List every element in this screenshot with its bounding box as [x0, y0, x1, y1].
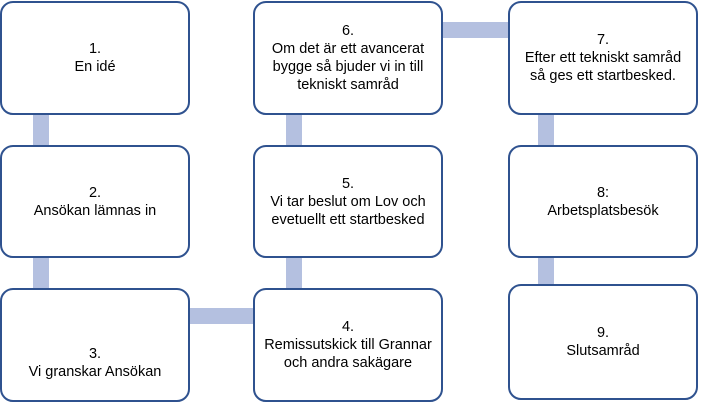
step-text-6: 6. Om det är ett avancerat bygge så bjud…: [255, 22, 441, 94]
step-box-2: 2. Ansökan lämnas in: [0, 145, 190, 258]
step-number: 2.: [88, 184, 102, 201]
connector-6-7: [442, 22, 510, 38]
step-label: Efter ett tekniskt samråd så ges ett sta…: [524, 50, 682, 84]
step-box-8: 8: Arbetsplatsbesök: [508, 145, 698, 258]
connector-2-3: [33, 255, 49, 291]
step-number: 3.: [88, 346, 102, 362]
step-text-2: 2. Ansökan lämnas in: [26, 184, 165, 220]
step-text-9: 9. Slutsamråd: [558, 324, 647, 360]
step-box-4: 4. Remissutskick till Grannar och andra …: [253, 288, 443, 402]
connector-7-8: [538, 112, 554, 148]
step-number: 6.: [341, 23, 355, 39]
step-text-4: 4. Remissutskick till Grannar och andra …: [255, 318, 441, 372]
step-number: 9.: [596, 325, 610, 341]
step-text-5: 5. Vi tar beslut om Lov och evetuellt et…: [255, 175, 441, 229]
connector-3-4: [188, 308, 256, 324]
step-label: Remissutskick till Grannar och andra sak…: [264, 337, 432, 371]
step-text-7: 7. Efter ett tekniskt samråd så ges ett …: [510, 31, 696, 85]
step-label: En idé: [74, 59, 116, 75]
step-box-3: 3. Vi granskar Ansökan: [0, 288, 190, 402]
step-label: Ansökan lämnas in: [33, 202, 157, 219]
step-box-6: 6. Om det är ett avancerat bygge så bjud…: [253, 1, 443, 115]
step-number: 8:: [596, 184, 610, 201]
step-label: Arbetsplatsbesök: [547, 202, 659, 219]
step-box-7: 7. Efter ett tekniskt samråd så ges ett …: [508, 1, 698, 115]
step-box-1: 1. En idé: [0, 1, 190, 115]
step-number: 5.: [341, 175, 355, 192]
step-number: 1.: [88, 41, 102, 57]
step-text-3: 3. Vi granskar Ansökan: [21, 309, 170, 381]
step-label: Om det är ett avancerat bygge så bjuder …: [271, 41, 425, 93]
step-text-8: 8: Arbetsplatsbesök: [539, 184, 666, 220]
step-text-1: 1. En idé: [66, 40, 123, 76]
step-label: Slutsamråd: [566, 343, 640, 359]
connector-4-5: [286, 255, 302, 291]
step-box-5: 5. Vi tar beslut om Lov och evetuellt et…: [253, 145, 443, 258]
connector-8-9: [538, 255, 554, 291]
connector-5-6: [286, 112, 302, 148]
connector-1-2: [33, 112, 49, 148]
step-label: Vi tar beslut om Lov och evetuellt ett s…: [270, 193, 426, 228]
step-label: Vi granskar Ansökan: [28, 364, 162, 380]
step-number: 4.: [341, 319, 355, 335]
step-box-9: 9. Slutsamråd: [508, 284, 698, 400]
step-number: 7.: [596, 32, 610, 48]
